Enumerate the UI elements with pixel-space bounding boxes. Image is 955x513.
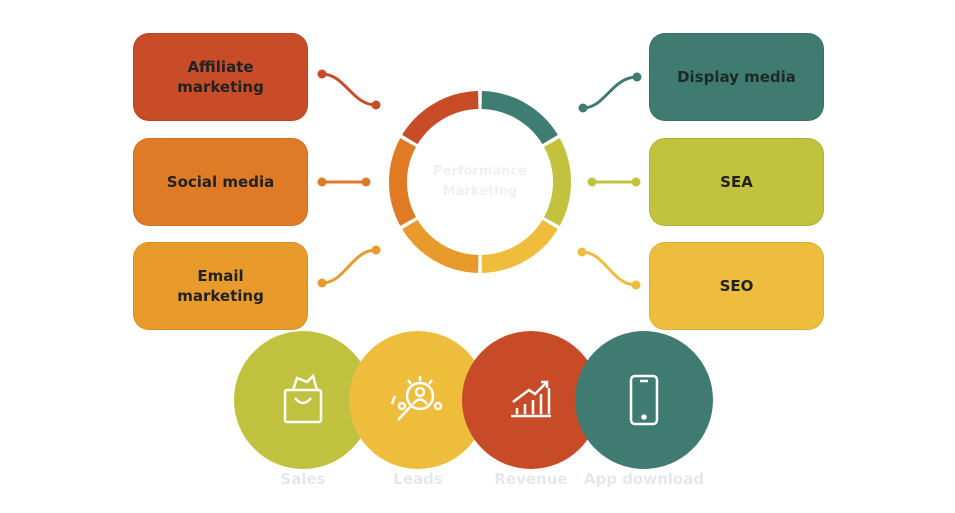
connector-email: [321, 248, 377, 285]
box-email-marketing: Email marketing: [133, 242, 308, 330]
box-label: Email marketing: [177, 267, 264, 305]
center-ring: [389, 91, 571, 273]
outcome-app-download: [575, 331, 713, 469]
ring-segment: [402, 91, 479, 145]
box-label: Affiliate marketing: [177, 58, 264, 96]
box-label: Display media: [677, 68, 796, 86]
center-title: Performance Marketing: [410, 162, 550, 202]
connector-dot: [317, 69, 327, 79]
connector-dot: [631, 280, 641, 290]
connector-dot: [317, 278, 327, 288]
connector-dot: [587, 177, 597, 187]
box-label: Social media: [166, 173, 275, 191]
connector-dot: [371, 100, 381, 110]
box-affiliate-marketing: Affiliate marketing: [133, 33, 308, 121]
box-label: SEO: [719, 277, 754, 295]
box-sea: SEA: [649, 138, 824, 226]
ring-segment: [481, 219, 558, 273]
connectors: [317, 69, 642, 290]
connector-dot: [577, 247, 587, 257]
outcome-label-app-download: App download: [583, 470, 705, 488]
connector-dot: [317, 177, 327, 187]
ring-segment: [402, 219, 479, 273]
outcome-label-revenue: Revenue: [494, 470, 568, 488]
growth-chart-icon: [511, 380, 551, 418]
outcome-label-sales: Sales: [280, 470, 326, 488]
box-display-media: Display media: [649, 33, 824, 121]
box-label: SEA: [720, 173, 753, 191]
ring-segment: [481, 91, 558, 145]
box-seo: SEO: [649, 242, 824, 330]
smartphone-icon: [629, 374, 659, 426]
connector-dot: [631, 177, 641, 187]
outcome-label-leads: Leads: [393, 470, 443, 488]
center-title-line2: Marketing: [442, 184, 518, 199]
ring-segment: [389, 138, 417, 226]
connector-dot: [632, 72, 642, 82]
ring-segment: [543, 138, 571, 226]
connector-dot: [361, 177, 371, 187]
connector-dot: [578, 103, 588, 113]
connector-seo: [581, 250, 637, 287]
connector-display: [582, 75, 638, 110]
center-title-line1: Performance: [433, 164, 527, 179]
box-social-media: Social media: [133, 138, 308, 226]
search-person-icon: [390, 376, 443, 421]
shopping-bag-icon: [283, 373, 323, 424]
connector-affiliate: [321, 72, 377, 107]
connector-dot: [371, 245, 381, 255]
